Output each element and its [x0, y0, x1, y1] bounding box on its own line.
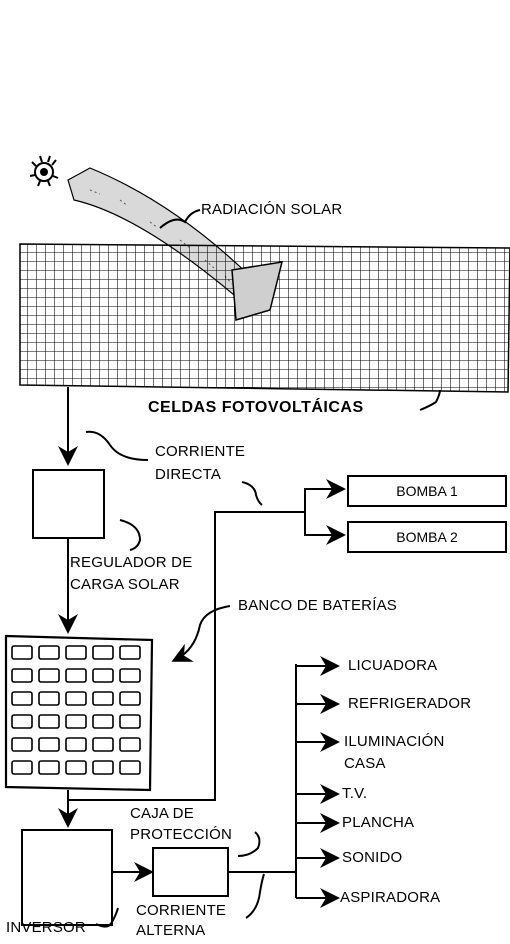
- battery-cell: [11, 760, 33, 775]
- pump-2-label: BOMBA 2: [396, 529, 458, 545]
- charge-regulator-box: [32, 469, 105, 539]
- battery-cell: [38, 737, 60, 752]
- battery-cell: [92, 760, 114, 775]
- corriente-alterna-label-2: ALTERNA: [136, 922, 206, 939]
- corriente-directa-label-2: DIRECTA: [155, 466, 222, 483]
- corriente-alterna-label-1: CORRIENTE: [136, 902, 227, 919]
- battery-cell: [11, 668, 33, 683]
- battery-cell: [38, 668, 60, 683]
- inversor-label: INVERSOR: [6, 919, 86, 936]
- radiacion-label: RADIACIÓN SOLAR: [201, 201, 343, 218]
- battery-cell: [65, 737, 87, 752]
- battery-cell: [38, 645, 60, 660]
- battery-cell: [92, 645, 114, 660]
- battery-bank: [4, 634, 154, 792]
- battery-cell: [65, 691, 87, 706]
- battery-cell: [38, 691, 60, 706]
- appliance-licuadora: LICUADORA: [348, 657, 438, 674]
- battery-cell: [119, 737, 141, 752]
- battery-cell: [11, 691, 33, 706]
- battery-cell: [92, 691, 114, 706]
- celdas-pointer: [419, 389, 441, 411]
- battery-cell: [92, 714, 114, 729]
- appliance-sonido: SONIDO: [342, 849, 403, 866]
- appliance-refrigerador: REFRIGERADOR: [348, 695, 472, 712]
- pump-2-box: [347, 521, 507, 553]
- pump-1-box: [347, 475, 507, 507]
- photovoltaic-panel: [19, 243, 510, 393]
- appliance-casa: CASA: [344, 755, 386, 772]
- battery-cell: [92, 668, 114, 683]
- regulador-label-2: CARGA SOLAR: [70, 576, 180, 593]
- inverter-box: [21, 829, 113, 926]
- banco-label: BANCO DE BATERÍAS: [238, 597, 397, 614]
- battery-cell: [11, 737, 33, 752]
- appliance-tv: T.V.: [342, 785, 368, 802]
- battery-cell: [11, 645, 33, 660]
- appliance-iluminacion: ILUMINACIÓN: [344, 733, 445, 750]
- protection-box: [152, 847, 229, 897]
- corriente-directa-label-1: CORRIENTE: [155, 443, 246, 460]
- battery-cell: [119, 760, 141, 775]
- battery-cell: [65, 668, 87, 683]
- caja-label-2: PROTECCIÓN: [130, 826, 233, 843]
- battery-cell: [119, 668, 141, 683]
- caja-label-1: CAJA DE: [130, 805, 194, 822]
- beam-impact: [231, 261, 284, 321]
- battery-cell: [119, 714, 141, 729]
- battery-pump-line: [67, 511, 305, 801]
- battery-cell: [65, 714, 87, 729]
- battery-cell: [38, 760, 60, 775]
- celdas-label: CELDAS FOTOVOLTÁICAS: [148, 399, 364, 416]
- radiation-pointer: [159, 209, 201, 229]
- battery-cell: [92, 737, 114, 752]
- appliance-plancha: PLANCHA: [342, 814, 415, 831]
- battery-cell: [65, 760, 87, 775]
- pump-1-label: BOMBA 1: [396, 483, 458, 499]
- battery-cell: [38, 714, 60, 729]
- battery-cell: [119, 645, 141, 660]
- banco-pointer: [171, 605, 231, 662]
- battery-cell: [11, 714, 33, 729]
- corriente-directa-pointer: [85, 430, 149, 461]
- battery-cell: [65, 645, 87, 660]
- appliance-aspiradora: ASPIRADORA: [340, 889, 441, 906]
- battery-cell: [119, 691, 141, 706]
- sun-icon: [29, 155, 59, 187]
- regulador-label-1: REGULADOR DE: [70, 554, 193, 571]
